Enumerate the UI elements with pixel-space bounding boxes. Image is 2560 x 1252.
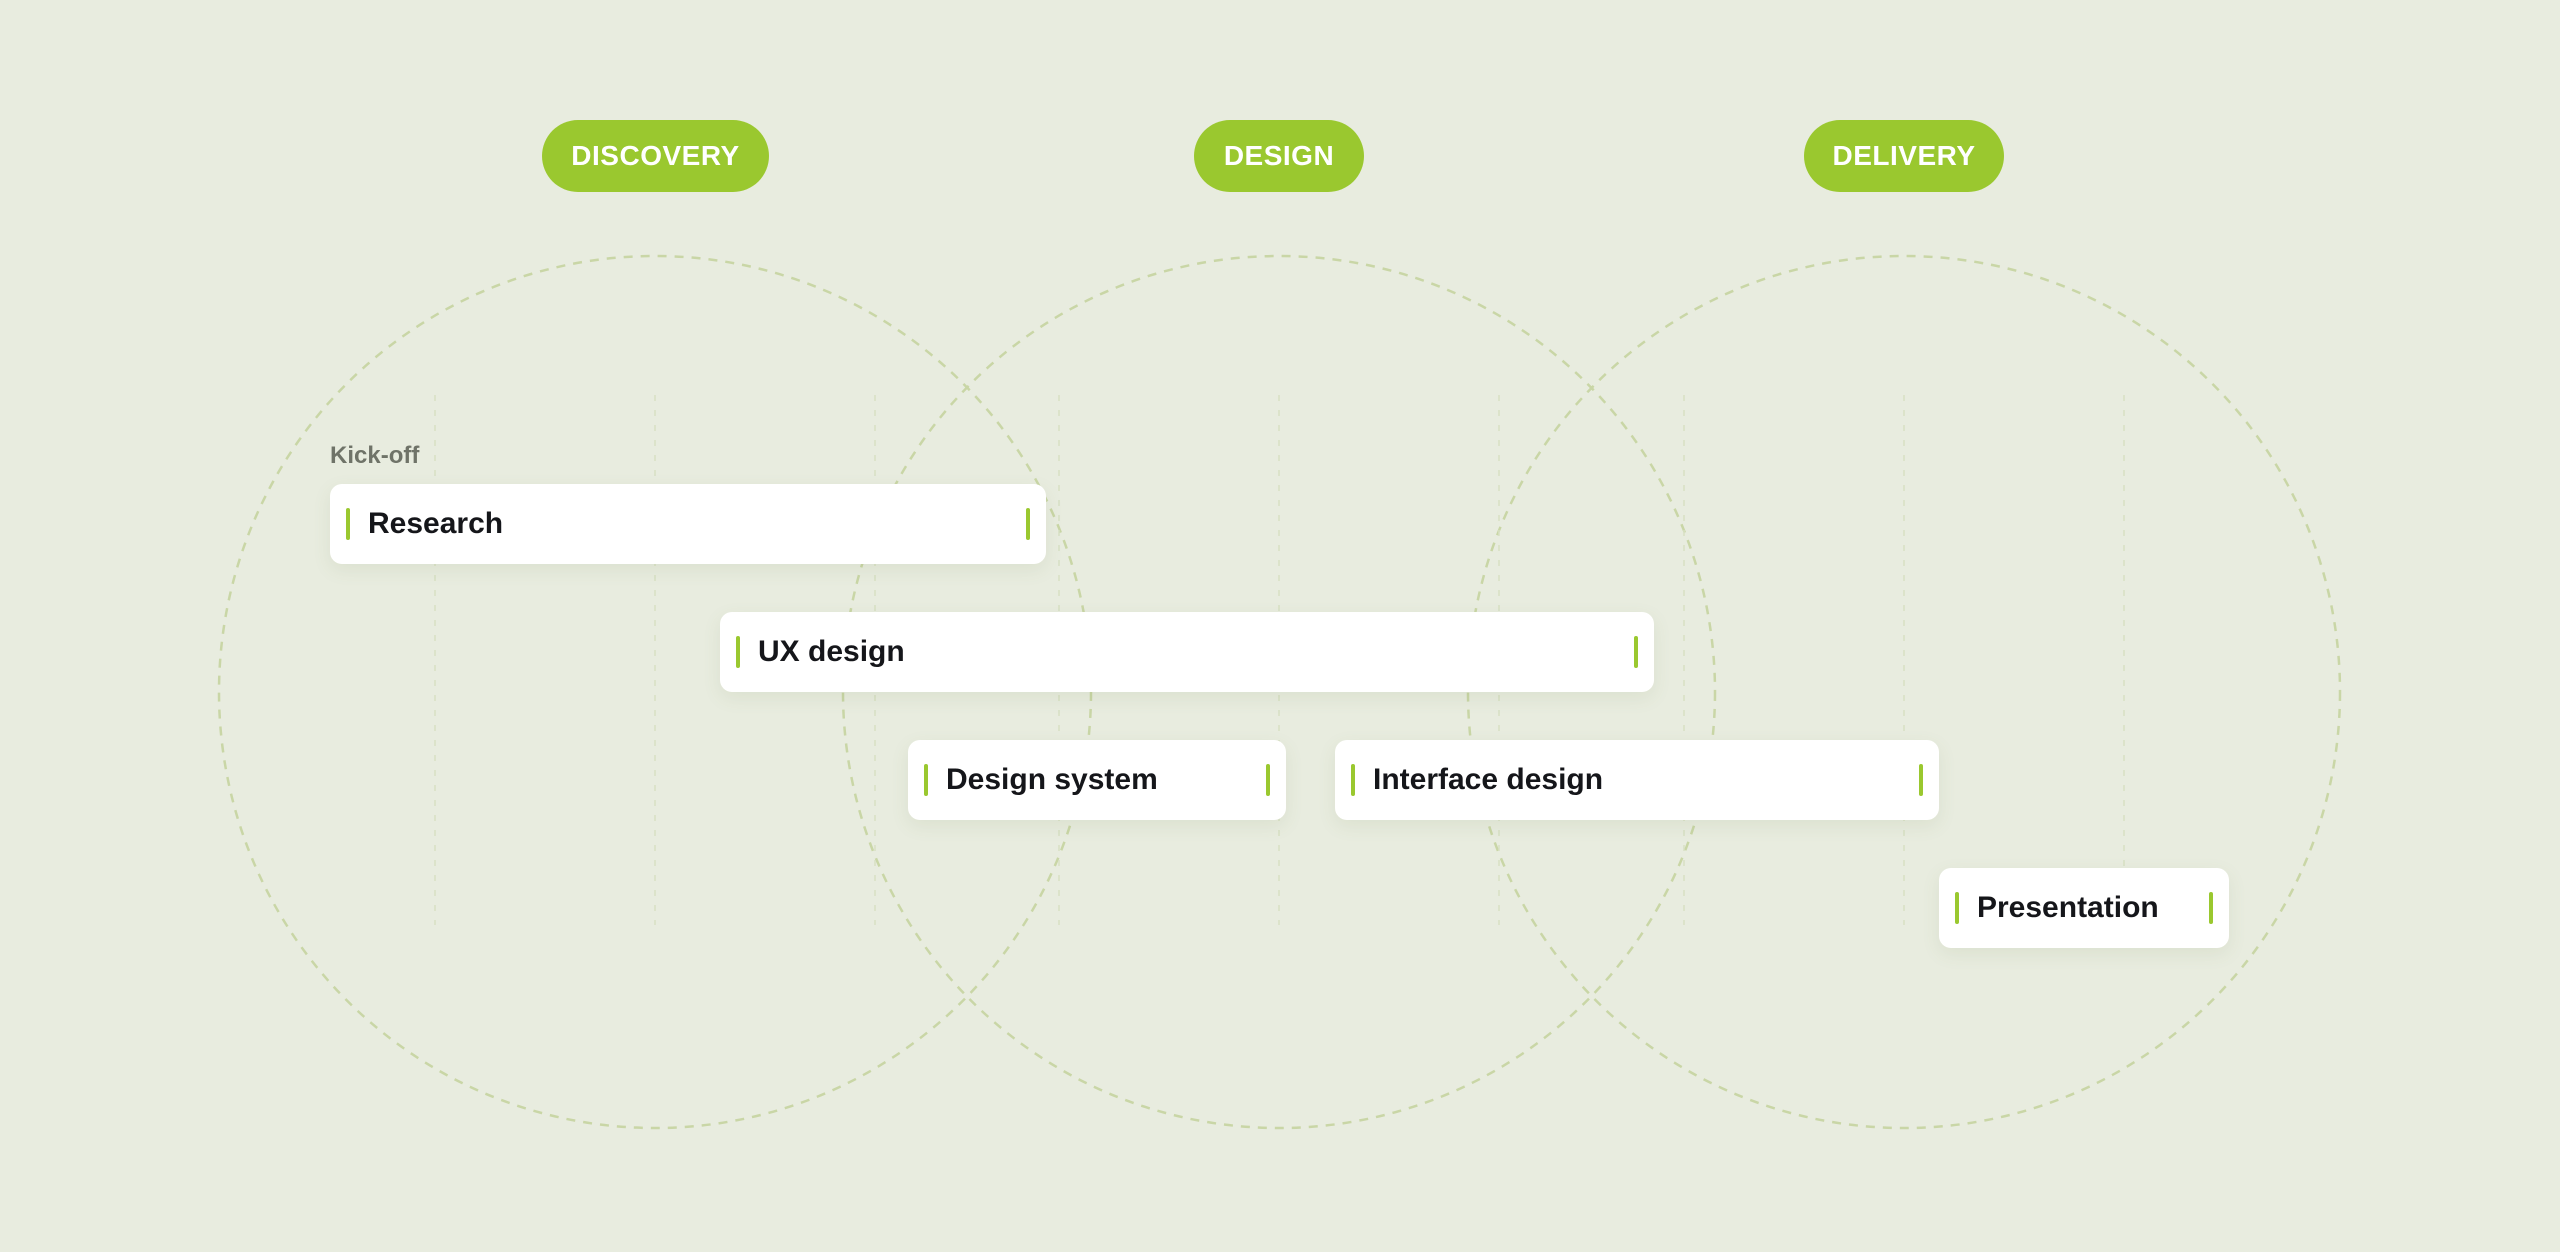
discovery-circle (217, 254, 1093, 1130)
task-presentation[interactable]: Presentation (1939, 868, 2229, 948)
task-design-system[interactable]: Design system (908, 740, 1286, 820)
task-label: Interface design (1373, 763, 1604, 796)
phase-pill-design: DESIGN (1194, 120, 1364, 192)
task-label: Research (368, 507, 504, 540)
task-label: UX design (758, 635, 905, 668)
end-drag-handle[interactable] (1026, 508, 1030, 540)
end-drag-handle[interactable] (1634, 636, 1638, 668)
end-drag-handle[interactable] (2209, 892, 2213, 924)
phase-pill-delivery: DELIVERY (1804, 120, 2004, 192)
phase-pill-discovery: DISCOVERY (542, 120, 769, 192)
kickoff-milestone-label: Kick-off (330, 442, 420, 469)
delivery-circle (1466, 254, 2342, 1130)
task-interface-design[interactable]: Interface design (1335, 740, 1939, 820)
start-drag-handle[interactable] (924, 764, 928, 796)
start-drag-handle[interactable] (736, 636, 740, 668)
task-research[interactable]: Research (330, 484, 1046, 564)
task-label: Design system (946, 763, 1158, 796)
design-circle (841, 254, 1717, 1130)
start-drag-handle[interactable] (1351, 764, 1355, 796)
start-drag-handle[interactable] (346, 508, 350, 540)
task-label: Presentation (1977, 891, 2159, 924)
task-ux-design[interactable]: UX design (720, 612, 1654, 692)
end-drag-handle[interactable] (1266, 764, 1270, 796)
start-drag-handle[interactable] (1955, 892, 1959, 924)
end-drag-handle[interactable] (1919, 764, 1923, 796)
